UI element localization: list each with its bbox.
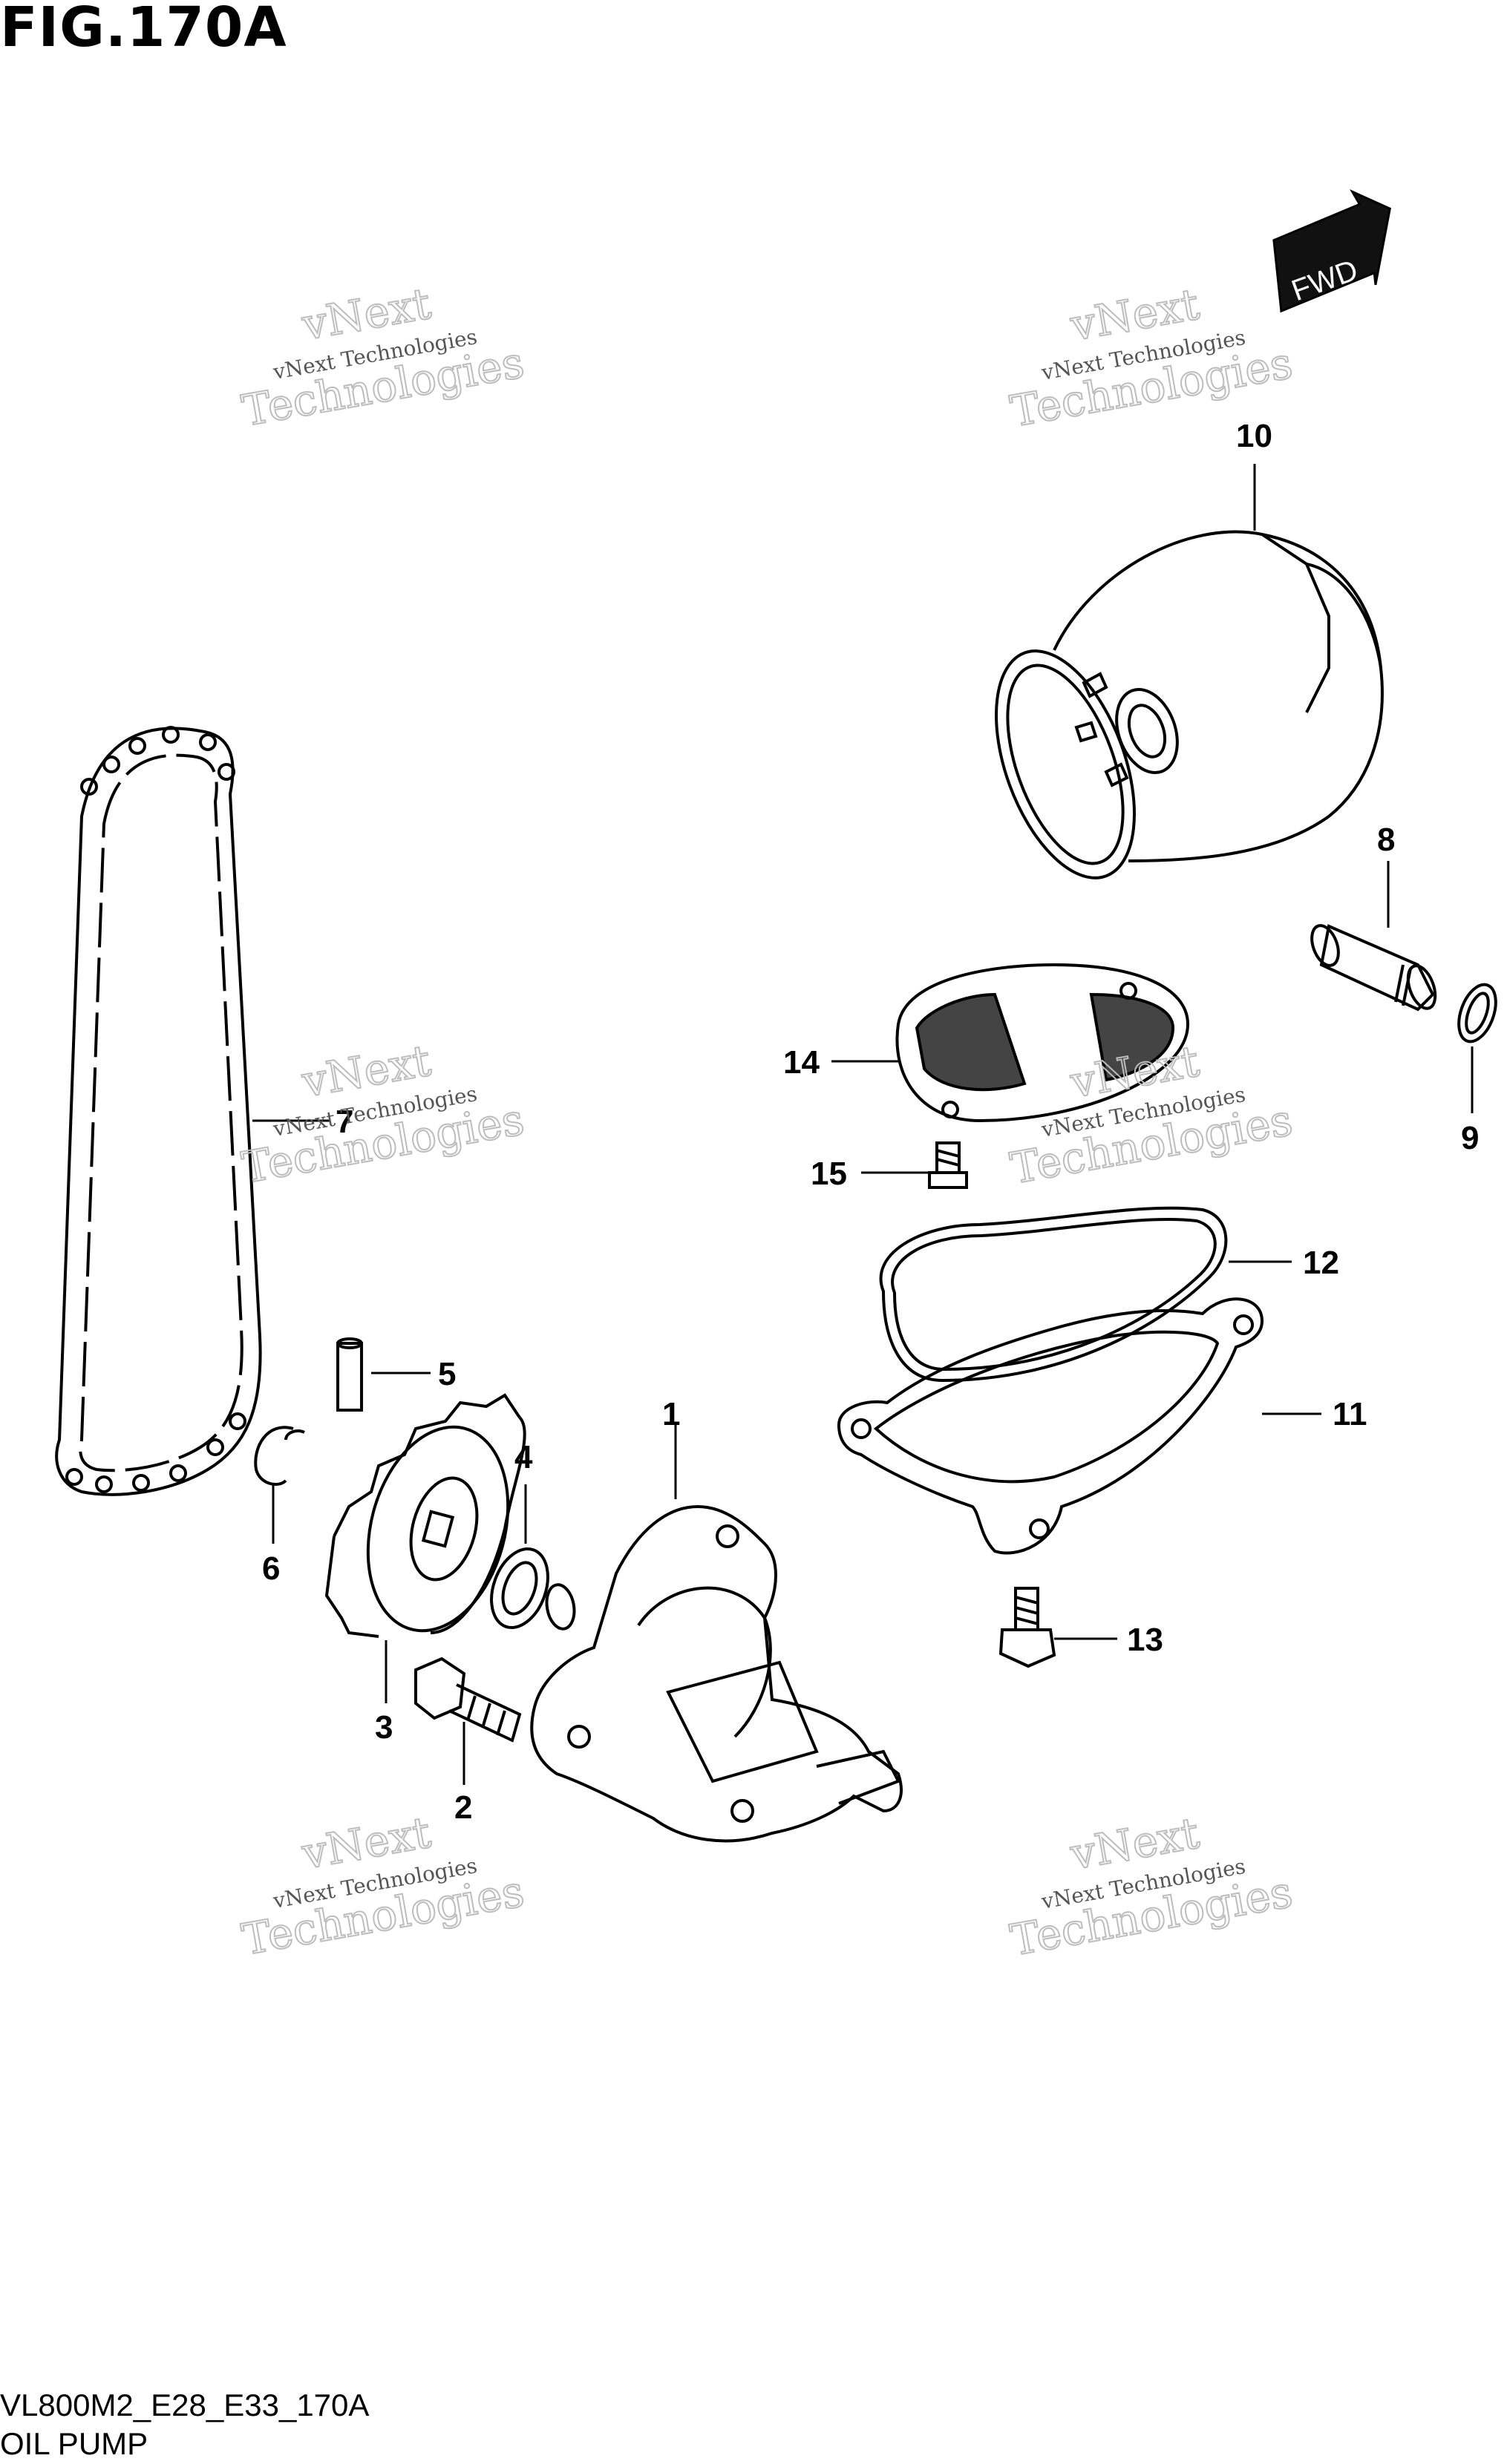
callout-15: 15 bbox=[811, 1156, 847, 1192]
watermark-middle-left: vNext Technologies vNext Technologies bbox=[238, 1035, 529, 1194]
callout-7: 7 bbox=[336, 1104, 353, 1140]
callout-labels: 1 2 3 4 5 6 7 8 9 10 11 12 13 14 15 bbox=[262, 418, 1479, 1826]
circlip bbox=[254, 1426, 305, 1486]
diagram-code: VL800M2_E28_E33_170A bbox=[0, 2388, 370, 2422]
oil-bolt-gasket bbox=[1457, 983, 1497, 1043]
callout-4: 4 bbox=[514, 1439, 533, 1475]
sprocket-washer bbox=[490, 1547, 549, 1630]
watermark-top-right: vNext Technologies vNext Technologies bbox=[1006, 278, 1297, 437]
dowel-pin bbox=[336, 1337, 363, 1412]
watermark-top-left: vNext Technologies vNext Technologies bbox=[238, 278, 529, 437]
callout-12: 12 bbox=[1303, 1245, 1339, 1281]
figure-title: FIG.170A bbox=[0, 0, 287, 59]
oil-pump-drive-chain bbox=[55, 726, 262, 1496]
oil-pump-cover bbox=[837, 1297, 1264, 1555]
oil-filter bbox=[995, 530, 1384, 879]
callout-5: 5 bbox=[438, 1356, 456, 1392]
callout-1: 1 bbox=[662, 1396, 680, 1432]
diagram-name: OIL PUMP bbox=[0, 2426, 148, 2461]
sprocket-bolt bbox=[414, 1657, 522, 1743]
callout-2: 2 bbox=[454, 1789, 472, 1826]
oil-pump-body bbox=[530, 1504, 903, 1843]
callout-3: 3 bbox=[375, 1709, 393, 1746]
callout-13: 13 bbox=[1127, 1622, 1163, 1658]
callout-10: 10 bbox=[1236, 418, 1272, 454]
callout-8: 8 bbox=[1377, 822, 1395, 858]
callout-14: 14 bbox=[783, 1044, 820, 1081]
o-ring bbox=[879, 1206, 1228, 1383]
cover-bolt bbox=[998, 1587, 1056, 1668]
oil-pump-sprocket bbox=[324, 1393, 526, 1638]
strainer-bolt bbox=[928, 1141, 968, 1189]
oil-union-bolt bbox=[1310, 924, 1437, 1012]
oil-strainer bbox=[895, 963, 1190, 1123]
watermark-middle-right: vNext Technologies vNext Technologies bbox=[1006, 1035, 1297, 1194]
callout-6: 6 bbox=[262, 1550, 280, 1587]
callout-9: 9 bbox=[1461, 1120, 1479, 1156]
fwd-arrow-icon: FWD bbox=[1272, 189, 1391, 313]
watermark-bottom-right: vNext Technologies vNext Technologies bbox=[1006, 1806, 1297, 1966]
callout-11: 11 bbox=[1333, 1396, 1367, 1432]
leader-lines bbox=[252, 464, 1474, 1785]
watermark-bottom-left: vNext Technologies vNext Technologies bbox=[238, 1806, 529, 1966]
